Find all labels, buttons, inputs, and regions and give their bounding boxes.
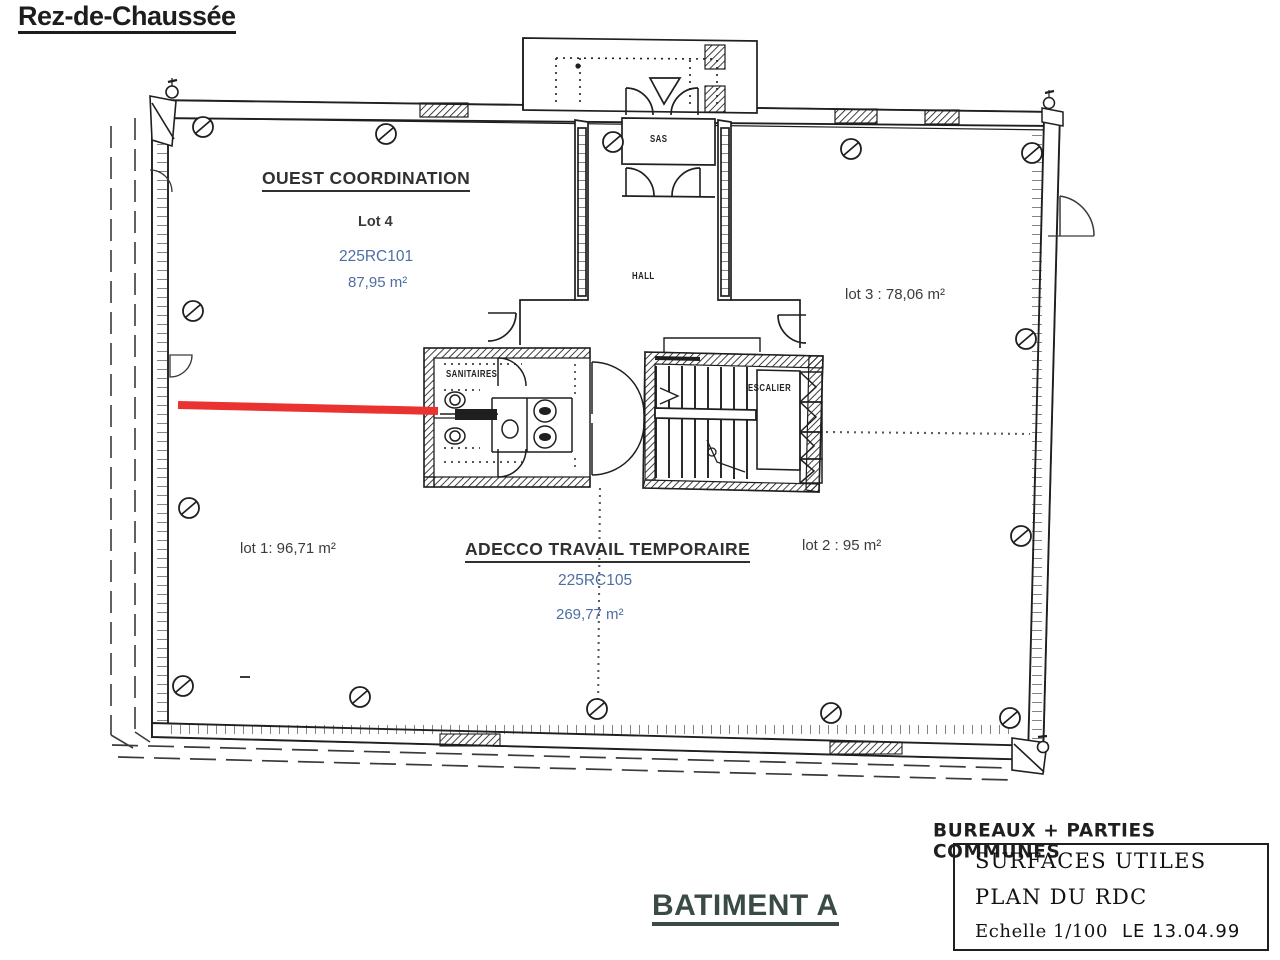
lot4-title: OUEST COORDINATION — [262, 168, 471, 192]
corner-detail-top-right — [1041, 89, 1064, 127]
room-hall — [487, 119, 807, 348]
red-annotation-line — [177, 401, 439, 415]
room-sanitaires — [423, 347, 645, 488]
cartouche-date: LE 13.04.99 — [1122, 921, 1241, 942]
lot4-code: 225RC101 — [339, 248, 414, 265]
entry-vestibule — [522, 37, 758, 116]
adecco-code: 225RC105 — [558, 572, 633, 589]
room-label-escalier: ESCALIER — [748, 383, 792, 394]
misc-marks — [149, 169, 1095, 678]
corner-detail-bottom-right — [1011, 734, 1050, 775]
page-title: Rez-de-Chaussée — [18, 2, 236, 35]
building-outline — [151, 99, 1061, 761]
lot2-annotation: lot 2 : 95 m² — [802, 537, 882, 554]
adecco-area: 269,77 m² — [556, 606, 624, 623]
room-label-hall: HALL — [632, 271, 655, 282]
lot-division-bottom — [596, 487, 602, 713]
lot-division-lines — [596, 430, 1031, 713]
building-label: BATIMENT A — [652, 890, 839, 926]
room-label-sanitaires: SANITAIRES — [446, 369, 498, 380]
wall-left — [151, 98, 169, 739]
cartouche-line-plan: PLAN DU RDC — [975, 885, 1148, 909]
lot3-annotation: lot 3 : 78,06 m² — [845, 286, 946, 303]
corner-detail-top-left — [149, 78, 179, 148]
room-label-sas: SAS — [650, 134, 668, 145]
room-sas — [621, 117, 716, 198]
wall-right — [1027, 110, 1061, 762]
cartouche-scale: Echelle 1/100 — [975, 921, 1109, 942]
lot4-area: 87,95 m² — [348, 274, 408, 291]
cartouche-heading: BUREAUX + PARTIES COMMUNES — [933, 820, 1156, 863]
cartouche-line-surfaces: SURFACES UTILES — [975, 849, 1207, 873]
lot4-lot-label: Lot 4 — [358, 214, 393, 230]
lot1-annotation: lot 1: 96,71 m² — [240, 540, 336, 557]
cartouche-box — [953, 843, 1269, 951]
column-markers — [172, 116, 1043, 729]
site-boundary-bottom — [111, 744, 1013, 781]
adecco-title: ADECCO TRAVAIL TEMPORAIRE — [465, 539, 751, 563]
room-escalier — [642, 337, 824, 493]
